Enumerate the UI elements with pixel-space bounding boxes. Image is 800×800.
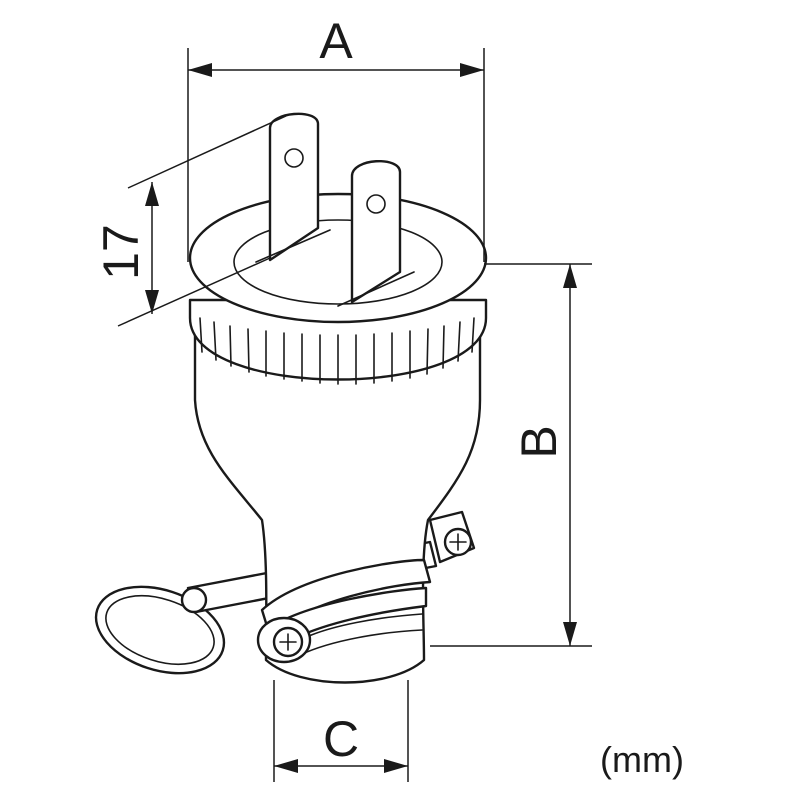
unit-label: (mm) xyxy=(600,739,684,780)
screw-left-icon xyxy=(256,616,312,664)
dimension-17: 17 xyxy=(93,115,287,327)
plug-body xyxy=(188,192,488,684)
right-prong xyxy=(337,160,415,307)
knurl-lines xyxy=(199,317,475,385)
left-prong xyxy=(255,112,331,263)
dimension-a-label: A xyxy=(319,13,353,69)
screw-right-icon xyxy=(428,510,476,564)
clamp-band xyxy=(260,558,432,656)
dimension-17-label: 17 xyxy=(93,224,149,280)
dimension-c-label: C xyxy=(323,711,359,767)
dimension-c: C xyxy=(273,680,409,782)
dimension-a: A xyxy=(187,13,485,262)
dimension-b-label: B xyxy=(511,425,567,458)
dimension-b: B xyxy=(430,263,592,647)
